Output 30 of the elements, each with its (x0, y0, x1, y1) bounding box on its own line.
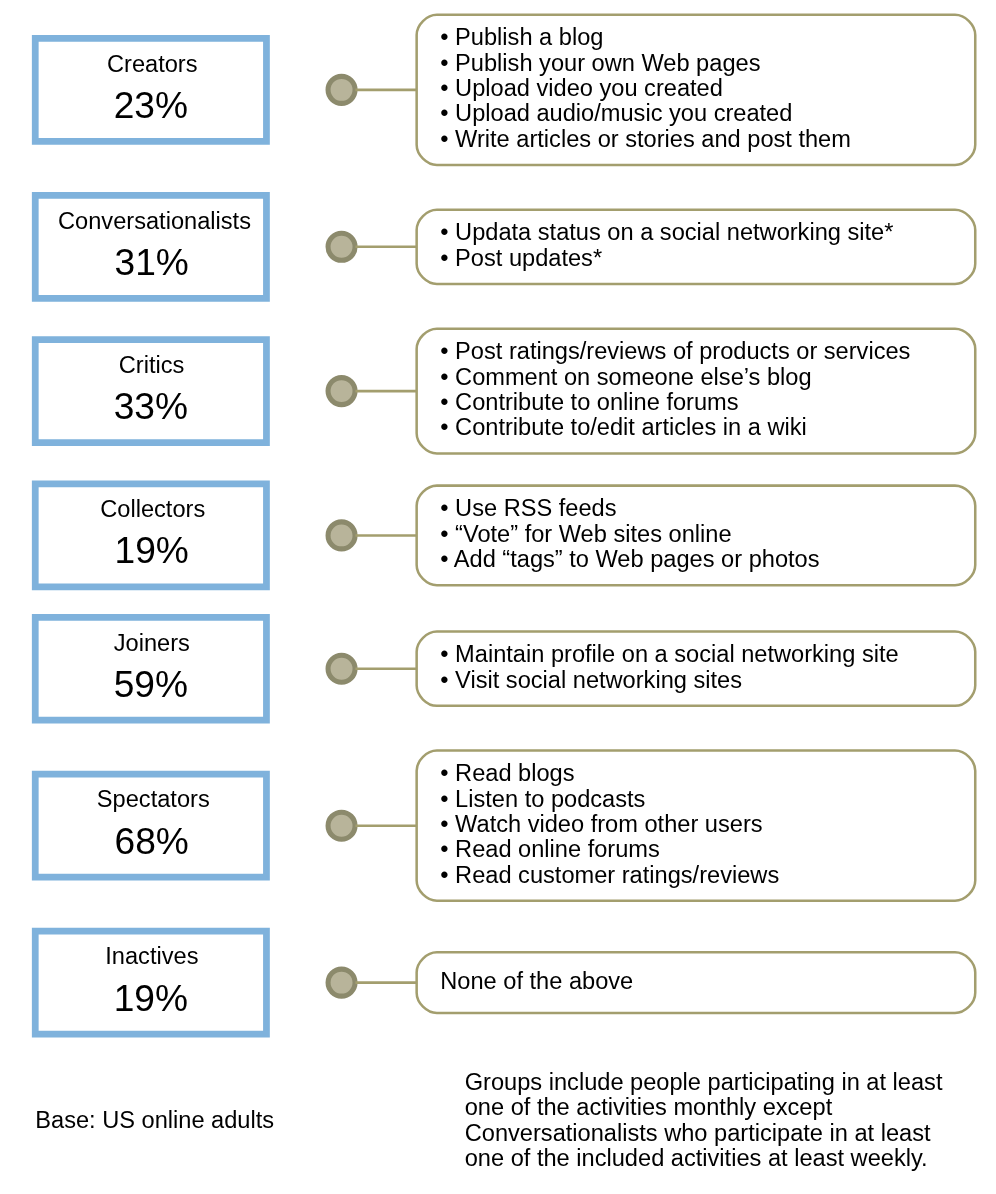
node-box: Conversationalists 31% (31, 191, 270, 302)
node-box: • Use RSS feeds • “Vote” for Web sites online • Add “tags” to Web pages or photos (414, 484, 976, 587)
connector (354, 245, 417, 249)
connector (354, 389, 417, 393)
node-box: None of the above (414, 950, 976, 1015)
node-circle (325, 966, 358, 999)
node-circle (325, 652, 358, 685)
node-box: • Read blogs • Listen to podcasts • Watch video from other users • Read online forums • Read customer ratings/reviews (414, 749, 976, 903)
node-box: • Updata status on a social networking site* • Post updates* (414, 208, 976, 286)
node-circle (325, 73, 358, 106)
node-box: • Maintain profile on a social networking site • Visit social networking sites (414, 630, 976, 708)
connector (354, 534, 417, 537)
node-circle (325, 230, 358, 263)
node-box: Inactives 19% (31, 927, 270, 1038)
node-circle (325, 809, 358, 842)
connector (354, 88, 417, 92)
node-box: • Post ratings/reviews of products or services • Comment on someone else’s blog • Contribute to online forums • Contribute to/edit articles in a wiki (414, 327, 976, 455)
label: Base: US online adults (34, 1107, 274, 1134)
node-circle (325, 375, 358, 408)
node-box: Joiners 59% (31, 613, 270, 724)
label: Groups include people participating in at least one of the activities monthly except Conversationalists who participate in at least one of the included activities at least weekly. (464, 1069, 942, 1172)
connector (354, 981, 417, 984)
node-circle (325, 519, 358, 552)
node-box: • Publish a blog • Publish your own Web pages • Upload video you created • Upload audio/music you created • Write articles or stories and post them (414, 13, 976, 167)
node-box: Collectors 19% (31, 480, 270, 591)
node-box: Spectators 68% (31, 770, 270, 881)
node-box: Critics 33% (31, 336, 270, 446)
connector (354, 667, 417, 670)
connector (354, 824, 417, 827)
node-box: Creators 23% (31, 35, 270, 145)
